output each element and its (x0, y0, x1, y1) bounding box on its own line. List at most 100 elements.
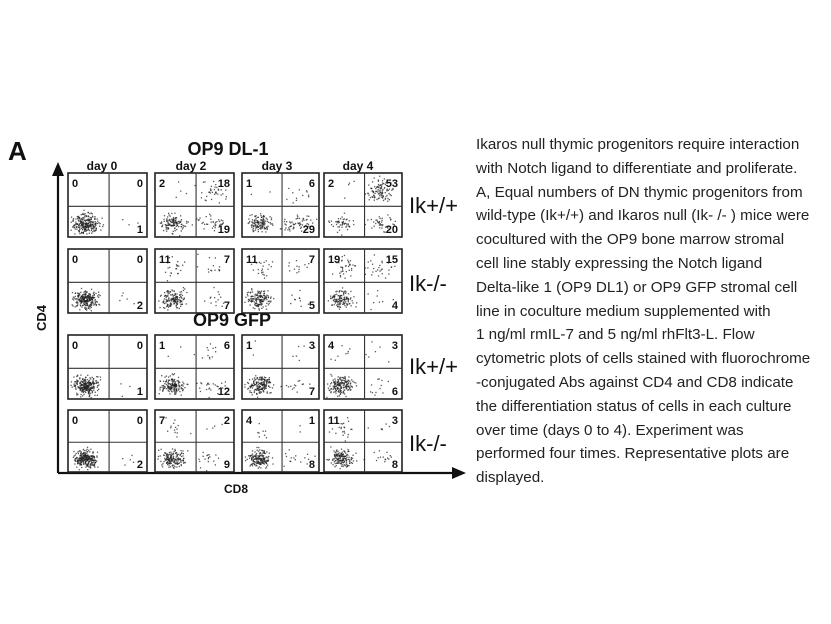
caption-line: 1 ng/ml rmIL-7 and 5 ng/ml rhFlt3-L. Flo… (476, 326, 755, 344)
quadrant-value-upper-right: 15 (386, 254, 398, 266)
caption-line: displayed. (476, 469, 545, 487)
caption-line: over time (days 0 to 4). Experiment was (476, 421, 744, 439)
quadrant-value-lower-right: 8 (392, 459, 398, 471)
quadrant-value-lower-right: 1 (137, 386, 143, 398)
flow-plot: 0 0 1 (67, 172, 148, 238)
quadrant-value-lower-right: 29 (303, 224, 315, 236)
figure-caption: Ikaros null thymic progenitors require i… (476, 133, 826, 490)
quadrant-value-upper-right: 0 (137, 340, 143, 352)
caption-line: wild-type (Ik+/+) and Ikaros null (Ik- /… (476, 207, 810, 225)
event-dots (70, 209, 139, 235)
quadrant-value-lower-right: 19 (218, 224, 230, 236)
event-dots (244, 340, 316, 398)
plot-frame (67, 248, 148, 314)
quadrant-value-upper-right: 7 (224, 254, 230, 266)
quadrant-value-upper-right: 0 (137, 178, 143, 190)
day-label: day 2 (176, 159, 207, 173)
quadrant-value-lower-right: 6 (392, 386, 398, 398)
quadrant-value-upper-right: 0 (137, 254, 143, 266)
event-dots (159, 180, 230, 237)
plot-frame (67, 409, 148, 473)
quadrant-value-upper-right: 18 (218, 178, 230, 190)
quadrant-value-upper-left: 11 (328, 415, 340, 427)
quadrant-value-upper-right: 2 (224, 415, 230, 427)
quadrant-value-upper-left: 19 (328, 254, 340, 266)
event-dots (158, 253, 225, 311)
quadrant-value-upper-right: 53 (386, 178, 398, 190)
plot-frame (67, 172, 148, 238)
quadrant-value-upper-left: 0 (72, 415, 78, 427)
quadrant-value-upper-left: 4 (328, 340, 335, 352)
event-dots (72, 446, 135, 471)
condition-title-dl1: OP9 DL-1 (187, 139, 268, 159)
quadrant-value-upper-right: 0 (137, 415, 143, 427)
plot-frame (241, 409, 320, 473)
quadrant-value-upper-right: 1 (309, 415, 315, 427)
quadrant-value-lower-right: 2 (137, 459, 143, 471)
caption-line: with Notch ligand to differentiate and p… (476, 159, 798, 177)
flow-plot: 0 0 1 (67, 334, 148, 400)
event-dots (157, 417, 223, 472)
quadrant-value-upper-right: 7 (309, 254, 315, 266)
flow-plot: 0 0 2 (67, 409, 148, 473)
event-dots (247, 187, 318, 233)
quadrant-value-upper-right: 3 (392, 340, 398, 352)
quadrant-value-lower-right: 20 (386, 224, 398, 236)
caption-line: the differentiation status of cells in e… (476, 397, 792, 415)
quadrant-value-lower-right: 7 (224, 300, 230, 312)
quadrant-value-upper-left: 2 (328, 178, 334, 190)
flow-plot: 2 18 19 (154, 172, 235, 238)
quadrant-value-upper-left: 11 (159, 254, 171, 266)
day-label: day 3 (262, 159, 293, 173)
caption-line: cell line stably expressing the Notch li… (476, 254, 763, 272)
quadrant-value-lower-right: 5 (309, 300, 315, 312)
caption-line: -conjugated Abs against CD4 and CD8 indi… (476, 373, 794, 391)
genotype-label: Ik-/- (409, 431, 447, 456)
caption-line: Ikaros null thymic progenitors require i… (476, 136, 800, 153)
plot-frame (323, 172, 403, 238)
quadrant-value-upper-left: 1 (159, 340, 165, 352)
day-label: day 0 (87, 159, 118, 173)
genotype-labels: Ik+/+Ik-/-Ik+/+Ik-/- (409, 193, 458, 456)
quadrant-value-upper-right: 6 (309, 178, 315, 190)
quadrant-value-upper-left: 1 (246, 178, 252, 190)
quadrant-value-lower-right: 2 (137, 300, 143, 312)
x-axis-label: CD8 (224, 482, 248, 496)
quadrant-value-upper-right: 6 (224, 340, 230, 352)
panel-label: A (8, 136, 27, 166)
flow-plot: 11 7 5 (241, 248, 320, 314)
condition-title-gfp: OP9 GFP (193, 310, 271, 330)
axis-arrows (52, 162, 466, 479)
event-dots (158, 343, 226, 399)
plot-frame (323, 409, 403, 473)
quadrant-value-upper-right: 3 (309, 340, 315, 352)
event-dots (70, 374, 131, 399)
event-dots (328, 175, 398, 236)
genotype-label: Ik-/- (409, 271, 447, 296)
quadrant-value-lower-right: 12 (218, 386, 230, 398)
quadrant-value-upper-left: 0 (72, 340, 78, 352)
caption-line: line in coculture medium supplemented wi… (476, 302, 771, 320)
quadrant-value-lower-right: 1 (137, 224, 143, 236)
quadrant-value-upper-left: 0 (72, 178, 78, 190)
event-dots (327, 254, 396, 311)
flow-plot: 11 3 8 (323, 409, 403, 473)
genotype-label: Ik+/+ (409, 193, 458, 218)
caption-line: cocultured with the OP9 bone marrow stro… (476, 231, 785, 249)
event-dots (244, 260, 313, 311)
quadrant-value-upper-left: 2 (159, 178, 165, 190)
quadrant-value-upper-right: 3 (392, 415, 398, 427)
plot-frame (154, 172, 235, 238)
plot-frame (241, 334, 320, 400)
quadrant-value-upper-left: 11 (246, 254, 258, 266)
